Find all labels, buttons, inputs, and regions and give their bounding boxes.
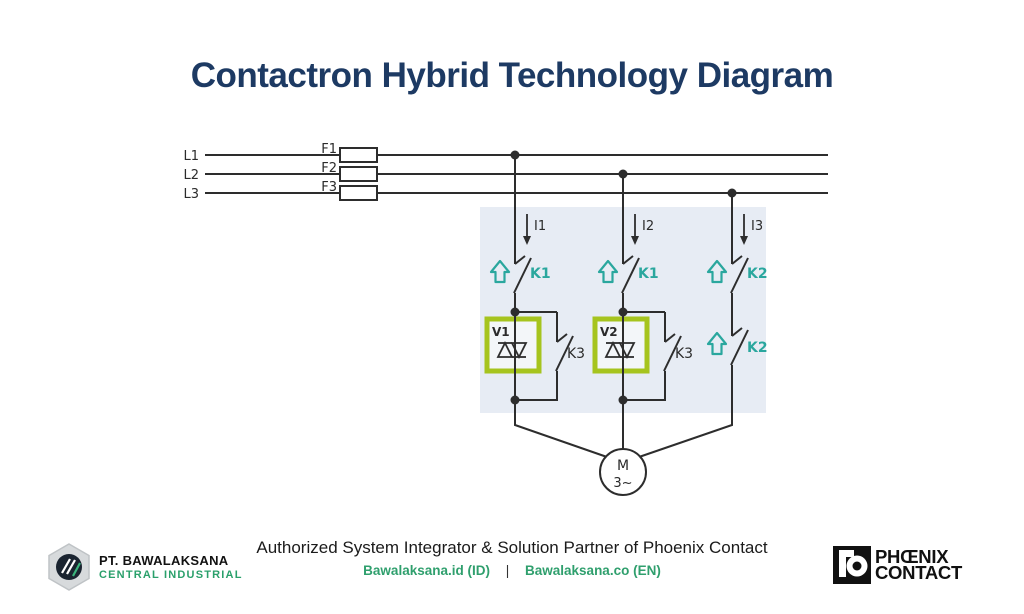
motor-symbol: M 3~ bbox=[599, 448, 647, 496]
partner-statement: Authorized System Integrator & Solution … bbox=[256, 538, 768, 557]
actuation-arrow-icon bbox=[706, 259, 728, 284]
contact-label-k2-upper: K2 bbox=[747, 266, 768, 282]
triac-label-v2: V2 bbox=[600, 325, 618, 339]
junction-dot bbox=[510, 150, 520, 160]
footer: PT. BAWALAKSANA CENTRAL INDUSTRIAL Autho… bbox=[0, 536, 1024, 606]
phoenix-contact-wordmark: PHŒNIX CONTACT bbox=[875, 545, 962, 583]
phase-lines: L1 L2 L3 bbox=[183, 149, 828, 202]
bypass-label-k3-branch1: K3 bbox=[567, 346, 585, 362]
bypass-contact-k3-branch1 bbox=[515, 311, 574, 401]
phoenix-wordmark-line2: CONTACT bbox=[875, 562, 962, 583]
contact-label-k1-branch2: K1 bbox=[638, 266, 659, 282]
motor-phase: 3~ bbox=[613, 476, 632, 491]
junction-dot bbox=[510, 395, 520, 405]
fuse-label-f1: F1 bbox=[321, 142, 337, 157]
junction-dot bbox=[618, 169, 628, 179]
fuses: F1 F2 F3 bbox=[321, 142, 378, 201]
triac-label-v1: V1 bbox=[492, 325, 510, 339]
current-arrow-icon bbox=[740, 214, 748, 245]
branch-3-wire bbox=[638, 193, 733, 458]
fuse-f1 bbox=[339, 147, 378, 163]
fuse-f2 bbox=[339, 166, 378, 182]
current-arrow-icon bbox=[523, 214, 531, 245]
website-links: Bawalaksana.id (ID) | Bawalaksana.co (EN… bbox=[0, 563, 1024, 578]
current-label-i2: I2 bbox=[642, 219, 654, 234]
triac-v2 bbox=[604, 340, 636, 360]
actuation-arrow-icon bbox=[597, 259, 619, 284]
fuse-label-f2: F2 bbox=[321, 161, 337, 176]
fuse-f3 bbox=[339, 185, 378, 201]
triac-v1-highlight-box bbox=[484, 316, 542, 374]
contact-k2-lower bbox=[730, 327, 749, 366]
junction-dot bbox=[727, 188, 737, 198]
phoenix-contact-logo-block: PHŒNIX CONTACT bbox=[833, 546, 962, 584]
contact-k1-branch2 bbox=[621, 255, 640, 294]
link-separator: | bbox=[505, 563, 510, 578]
motor-letter: M bbox=[617, 458, 629, 474]
fuse-label-f3: F3 bbox=[321, 180, 337, 195]
junction-dot bbox=[618, 395, 628, 405]
phase-label-l3: L3 bbox=[183, 187, 199, 202]
actuation-arrow-icon bbox=[489, 259, 511, 284]
page-title: Contactron Hybrid Technology Diagram bbox=[190, 56, 834, 95]
bypass-label-k3-branch2: K3 bbox=[675, 346, 693, 362]
branch-1: I1 K1 K3 V1 bbox=[489, 150, 608, 458]
phase-label-l2: L2 bbox=[183, 168, 199, 183]
triac-v1 bbox=[496, 340, 528, 360]
company-subtitle: CENTRAL INDUSTRIAL bbox=[99, 569, 243, 581]
contact-k2-upper bbox=[730, 255, 749, 294]
current-label-i3: I3 bbox=[751, 219, 763, 234]
branch-3: I3 K2 K2 bbox=[638, 188, 768, 458]
website-link-id[interactable]: Bawalaksana.id (ID) bbox=[363, 563, 490, 578]
bawalaksana-logo bbox=[48, 543, 90, 591]
website-link-en[interactable]: Bawalaksana.co (EN) bbox=[525, 563, 661, 578]
contact-label-k2-lower: K2 bbox=[747, 340, 768, 356]
bypass-contact-k3-branch2 bbox=[623, 311, 682, 401]
junction-dot bbox=[510, 307, 520, 317]
phoenix-contact-logo-icon bbox=[833, 546, 871, 584]
current-arrow-icon bbox=[631, 214, 639, 245]
current-label-i1: I1 bbox=[534, 219, 546, 234]
footer-center: Authorized System Integrator & Solution … bbox=[0, 538, 1024, 578]
contact-k1-branch1 bbox=[513, 255, 532, 294]
branch-2: I2 K1 K3 V2 bbox=[597, 169, 693, 449]
contact-label-k1-branch1: K1 bbox=[530, 266, 551, 282]
actuation-arrow-icon bbox=[706, 331, 728, 356]
junction-dot bbox=[618, 307, 628, 317]
bawalaksana-logo-block: PT. BAWALAKSANA CENTRAL INDUSTRIAL bbox=[46, 542, 243, 592]
phase-label-l1: L1 bbox=[183, 149, 199, 164]
phoenix-wordmark-line1: PHŒNIX bbox=[875, 545, 949, 567]
company-name: PT. BAWALAKSANA bbox=[99, 553, 229, 568]
